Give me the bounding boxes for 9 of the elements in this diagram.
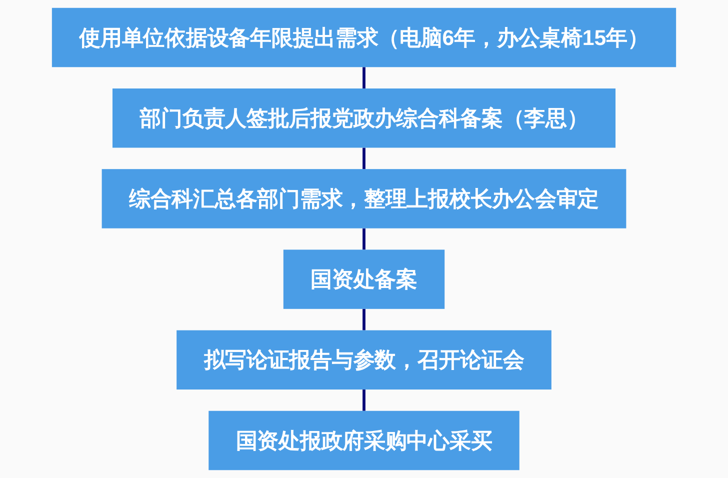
connector-line <box>362 148 366 170</box>
connector-line <box>362 228 366 250</box>
connector-line <box>362 308 366 330</box>
connector-line <box>362 390 366 411</box>
process-box: 国资处备案 <box>283 250 445 309</box>
connector-line <box>362 67 366 88</box>
process-box: 部门负责人签批后报党政办综合科备案（李思） <box>112 88 616 148</box>
process-box: 国资处报政府采购中心采买 <box>208 410 520 470</box>
process-box: 综合科汇总各部门需求，整理上报校长办公会审定 <box>102 169 626 228</box>
